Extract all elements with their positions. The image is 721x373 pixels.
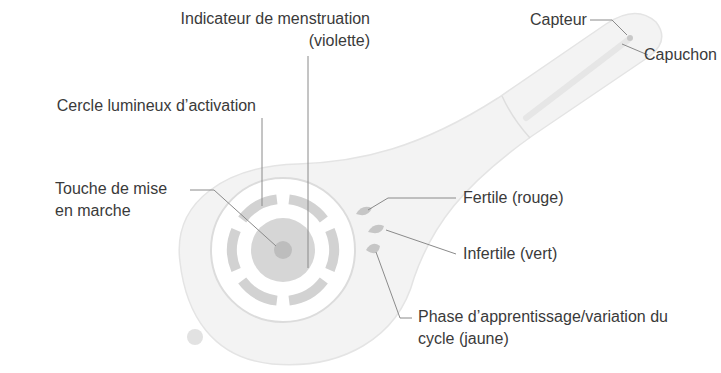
power-button-center: [274, 241, 292, 259]
ring-segment: [227, 228, 241, 272]
led-fertile: [356, 207, 372, 215]
led-infertile: [368, 225, 384, 233]
part-label: Phase d’apprentissage/variation du cycle…: [418, 306, 703, 350]
part-label: Touche de mise en marche: [55, 178, 185, 222]
ring-segment: [325, 228, 339, 272]
part-label: Fertile (rouge): [463, 187, 563, 209]
sensor-strip: [526, 40, 628, 118]
leader-lines: [190, 20, 648, 318]
power-button: [251, 218, 315, 282]
part-label: Indicateur de menstruation (violette): [150, 8, 370, 52]
bottom-dot: [187, 329, 203, 345]
part-label: Capteur: [530, 9, 587, 31]
ring-segment: [238, 278, 277, 306]
leader-line: [590, 20, 627, 35]
ring-segment: [238, 194, 277, 222]
activation-ring: [227, 194, 339, 305]
leader-line: [376, 252, 412, 318]
part-label: Capuchon: [644, 44, 717, 66]
leader-line: [368, 198, 456, 210]
led-learning: [366, 244, 380, 253]
leader-line: [386, 230, 456, 254]
leader-line: [262, 118, 263, 206]
leader-line: [308, 56, 309, 268]
sensor: [627, 35, 633, 41]
ring-segment: [289, 278, 328, 306]
part-label: Cercle lumineux d’activation: [57, 95, 256, 117]
leader-line: [190, 190, 276, 246]
part-label: Infertile (vert): [463, 243, 557, 265]
button-plate: [211, 178, 355, 322]
